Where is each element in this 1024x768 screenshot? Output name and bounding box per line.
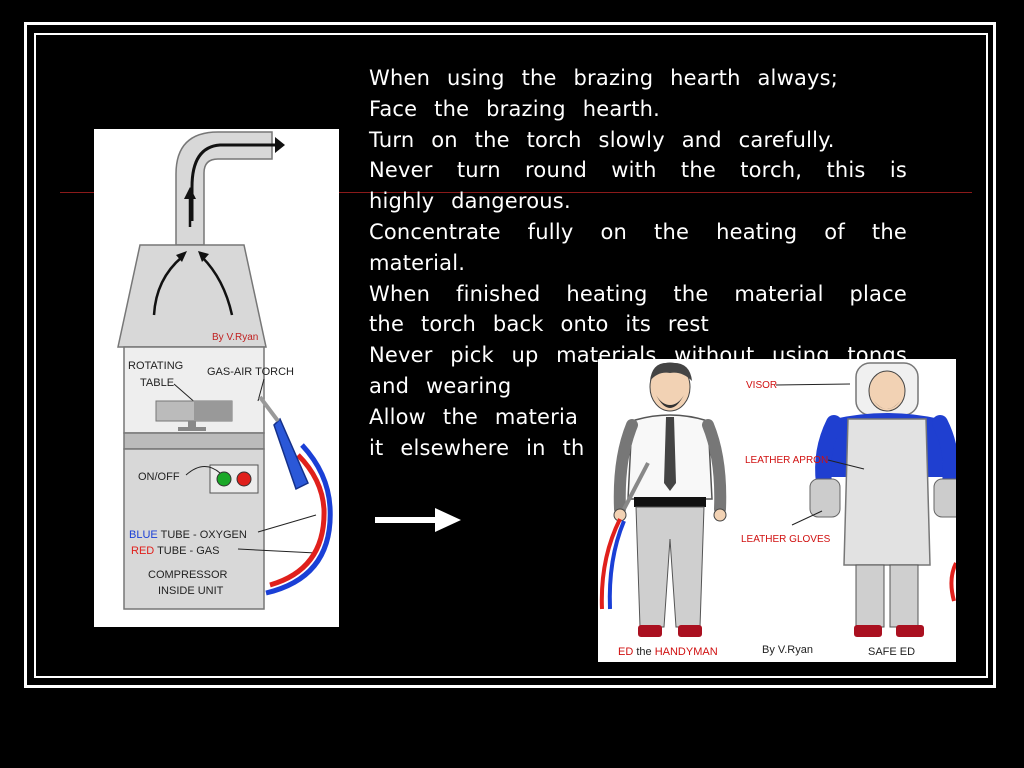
blue-leader [257,514,317,533]
safe-ed-head [868,370,906,412]
torch-nozzle [258,395,280,423]
extraction-hood [117,244,267,348]
ed-belt [634,497,706,507]
torch-leader [257,378,265,402]
compressor-label-2: INSIDE UNIT [158,585,224,597]
instruction-line-4: Never turn round with the torch, this is… [369,158,907,214]
safe-ed-right-glove [933,478,956,518]
instruction-line-6: When finished heating the material place… [369,281,907,337]
gas-air-torch-body [273,417,309,491]
fume-arrow-right [201,256,234,316]
fume-arrow-left-head [176,251,187,262]
safe-ed-beard [874,401,900,409]
safe-ed-left-glove [809,478,841,518]
fume-arrow-left [152,256,183,316]
visor-leader [775,383,851,386]
onoff-label: ON/OFF [138,471,180,483]
safety-instructions: When using the brazing hearth always; Fa… [369,63,907,463]
flue-arrow-line [190,143,276,221]
instruction-line-3: Turn on the torch slowly and carefully. [369,127,835,152]
safe-ed-figure [809,362,956,637]
safe-ed-right-leg [889,564,919,628]
rotating-label-1: ROTATING [128,360,183,372]
ed-tie [664,417,676,491]
fume-arrow-right-head [198,251,209,262]
ed-torch [622,462,650,510]
apron-leader [827,459,865,470]
table-base [178,427,206,431]
gloves-leader [791,510,823,526]
ed-handyman-figure [599,362,727,637]
safe-ed-right-arm [932,415,956,491]
off-button [236,471,252,487]
ed-beard [656,395,684,408]
up-arrow-head [184,187,196,199]
safe-ed-left-shoe [854,625,882,637]
right-arrow-icon [375,508,461,532]
title-divider-line [60,192,972,193]
safety-credit: By V.Ryan [762,644,813,656]
instruction-line-9: it elsewhere in th [369,435,585,460]
red-leader [237,548,317,554]
safe-ed-left-arm [815,415,842,491]
hearth-credit: By V.Ryan [212,332,258,343]
compressor-label-1: COMPRESSOR [148,569,228,581]
ed-left-shoe [638,625,662,637]
ed-gas-hose [599,518,622,610]
oxygen-hose [265,443,333,596]
red-tube-label: RED TUBE - GAS [131,545,219,557]
safe-ed-right-shoe [896,625,924,637]
hearth-surface [123,432,265,450]
instruction-line-8: Allow the materia [369,404,579,429]
ed-hair [650,362,692,381]
safe-ed-apron [843,418,931,566]
ed-and-safe-ed-illustration: VISOR LEATHER APRON LEATHER GLOVES ED th… [599,362,956,658]
torch-label: GAS-AIR TORCH [207,366,294,378]
gloves-label: LEATHER GLOVES [741,534,831,545]
brazing-hearth-figure: By V.Ryan ROTATING TABLE GAS-AIR TORCH O… [94,129,339,627]
safe-ed-caption: SAFE ED [868,646,915,658]
ed-caption: ED the HANDYMAN [618,646,718,658]
instruction-line-2: Face the brazing hearth. [369,96,661,121]
safety-clothing-figure: VISOR LEATHER APRON LEATHER GLOVES ED th… [598,359,956,662]
rotating-table-shade [194,401,232,421]
ed-trousers [635,506,705,628]
ed-oxygen-hose [607,520,626,610]
brazing-hearth-diagram: By V.Ryan ROTATING TABLE GAS-AIR TORCH O… [117,131,333,610]
apron-label: LEATHER APRON [745,455,828,466]
safe-ed-hose [949,562,956,602]
visor-label: VISOR [746,380,777,391]
instruction-line-1: When using the brazing hearth always; [369,66,839,90]
ed-right-arm [702,419,727,515]
ed-right-hand [713,508,727,522]
table-spindle [188,421,196,429]
slide-inner-border [34,33,988,678]
on-button [216,471,232,487]
ed-right-shoe [678,625,702,637]
ed-left-arm [613,419,638,515]
instruction-line-5: Concentrate fully on the heating of the … [369,219,907,275]
flue-arrow-head [275,137,285,153]
gas-hose [269,453,327,588]
onoff-leader [185,466,221,476]
safe-ed-left-leg [855,564,885,628]
rotating-label-2: TABLE [140,377,174,389]
slide-outer-border [24,22,996,688]
blue-tube-label: BLUE TUBE - OXYGEN [129,529,247,541]
